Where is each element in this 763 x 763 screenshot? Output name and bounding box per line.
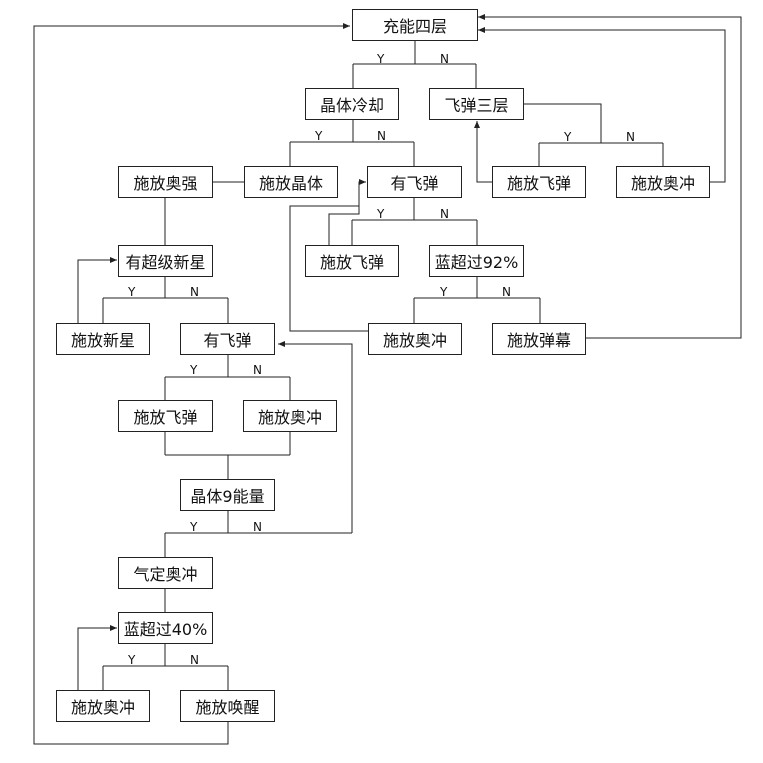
edge-fly-r-up (474, 121, 492, 183)
branch-yes-label: Y (440, 285, 448, 299)
edge-nova-loop (77, 257, 117, 323)
node-has-missile-lower: 有飞弹 (180, 323, 275, 355)
branch-yes-label: Y (128, 285, 136, 299)
branch-no-label: N (253, 363, 262, 377)
node-mana-over-92: 蓝超过92% (429, 245, 524, 277)
edge-has-fly-b-split (164, 354, 291, 400)
edge-ac-r-loop (478, 27, 726, 183)
branch-yes-label: Y (315, 129, 323, 143)
node-cast-arcane-power: 施放奥强 (118, 166, 213, 198)
node-cast-missile-right: 施放飞弹 (492, 166, 586, 198)
branch-no-label: N (253, 520, 262, 534)
node-presence-arcane-blast: 气定奥冲 (118, 557, 213, 589)
edge-blue92-split (413, 276, 541, 323)
node-cast-missile-left: 施放飞弹 (118, 400, 213, 432)
edge-ac-m-loop (289, 205, 368, 332)
branch-no-label: N (190, 653, 199, 667)
node-cast-missile-middle: 施放飞弹 (305, 245, 399, 277)
node-has-missile-upper: 有飞弹 (367, 166, 462, 198)
node-missile-three: 飞弹三层 (429, 88, 524, 120)
edge-fly-r-loop (328, 179, 366, 245)
branch-yes-label: Y (190, 363, 198, 377)
node-cast-barrage: 施放弹幕 (492, 323, 586, 355)
branch-no-label: N (440, 207, 449, 221)
edge-merge-crystal9 (164, 431, 291, 479)
edge-crystal-cd-split (289, 119, 415, 166)
node-cast-arcane-blast-middle: 施放奥冲 (368, 323, 462, 355)
node-cast-nova: 施放新星 (56, 323, 150, 355)
node-charge-four: 充能四层 (352, 9, 478, 41)
node-cast-crystal: 施放晶体 (244, 166, 338, 198)
branch-no-label: N (626, 130, 635, 144)
node-has-supernova: 有超级新星 (118, 245, 213, 277)
node-cast-evocation: 施放唤醒 (180, 690, 275, 722)
edge-awaken-loop (33, 23, 350, 745)
branch-yes-label: Y (377, 52, 385, 66)
branch-yes-label: Y (564, 130, 572, 144)
node-cast-arcane-blast-right: 施放奥冲 (616, 166, 710, 198)
node-crystal-nine-energy: 晶体9能量 (180, 479, 275, 511)
node-mana-over-40: 蓝超过40% (118, 612, 213, 644)
branch-yes-label: Y (190, 520, 198, 534)
edge-ac-b-loop (77, 625, 117, 690)
edge-supernova-split (102, 277, 229, 323)
node-cast-arcane-blast-left: 施放奥冲 (243, 400, 337, 432)
branch-no-label: N (190, 285, 199, 299)
branch-no-label: N (502, 285, 511, 299)
node-cast-arcane-blast-bottom: 施放奥冲 (56, 690, 150, 722)
edge-barrage-loop (478, 14, 742, 339)
branch-yes-label: Y (128, 653, 136, 667)
node-crystal-cooldown: 晶体冷却 (305, 88, 399, 120)
branch-no-label: N (440, 52, 449, 66)
edge-crystal9-no-loop (278, 341, 353, 533)
edge-has-fly-a-split (351, 197, 478, 245)
edge-top-split (352, 40, 477, 88)
edge-crystal9-split (164, 510, 352, 557)
edge-blue40-split (102, 643, 229, 690)
branch-yes-label: Y (377, 207, 385, 221)
branch-no-label: N (377, 129, 386, 143)
edge-fly3-split (524, 103, 664, 166)
